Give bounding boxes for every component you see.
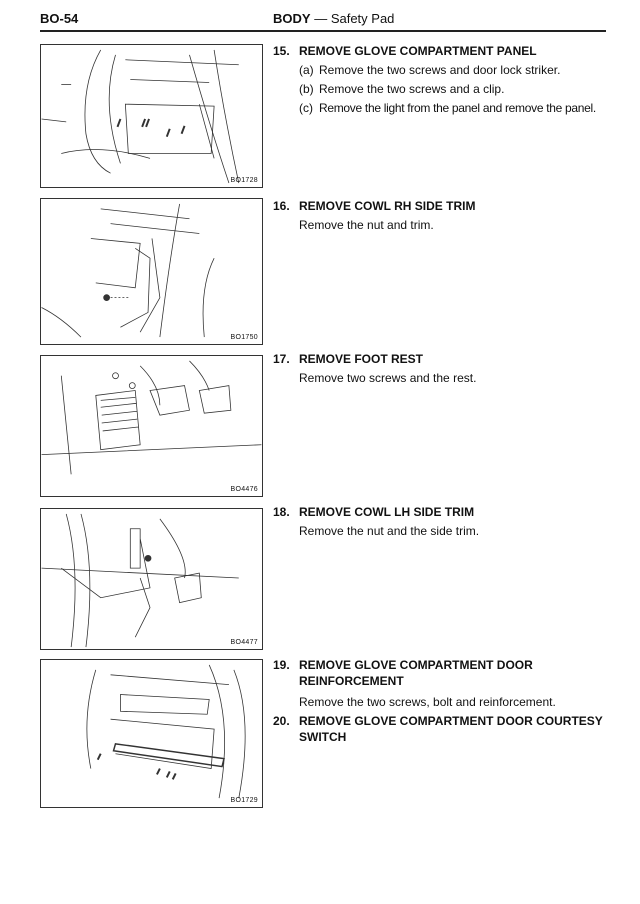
substep-text: Remove the two screws and a clip. — [319, 82, 505, 96]
illustration-foot-rest — [41, 360, 262, 475]
figure-cowl-lh-trim: BO4477 — [40, 508, 263, 650]
illustration-glove-panel — [41, 49, 240, 184]
figure-id: BO1750 — [230, 334, 258, 341]
step-15: 15. REMOVE GLOVE COMPARTMENT PANEL (a) Rem… — [273, 43, 613, 119]
step-number: 17. — [273, 352, 290, 366]
step-text: Remove the two screws, bolt and reinforc… — [299, 695, 556, 709]
step-text: Remove two screws and the rest. — [299, 371, 477, 385]
figure-glove-compartment-panel: BO1728 — [40, 44, 263, 188]
illustration-cowl-rh — [41, 203, 215, 338]
figure-id: BO4476 — [230, 486, 258, 493]
substep-a: (a) Remove the two screws and door lock s… — [299, 62, 613, 78]
step-title: REMOVE GLOVE COMPARTMENT DOOR COURTESY S… — [299, 714, 603, 744]
step-20: 20. REMOVE GLOVE COMPARTMENT DOOR COURTES… — [273, 713, 603, 745]
step-number: 15. — [273, 44, 290, 58]
step-title: REMOVE COWL RH SIDE TRIM — [299, 199, 476, 213]
illustration-door-reinforcement — [86, 664, 246, 799]
step-19: 19. REMOVE GLOVE COMPARTMENT DOOR REINFOR… — [273, 657, 573, 710]
header-dash: — — [314, 11, 328, 26]
page-number: BO-54 — [40, 11, 79, 26]
substep-label: (b) — [299, 82, 314, 96]
header-rule — [40, 30, 606, 32]
substep-text: Remove the light from the panel and remo… — [319, 101, 596, 115]
substep-b: (b) Remove the two screws and a clip. — [299, 81, 613, 97]
step-title: REMOVE FOOT REST — [299, 352, 424, 366]
figure-glove-door-reinforcement: BO1729 — [40, 659, 263, 808]
step-18: 18. REMOVE COWL LH SIDE TRIM Remove the n… — [273, 504, 613, 539]
step-title: REMOVE COWL LH SIDE TRIM — [299, 505, 475, 519]
substep-label: (c) — [299, 101, 313, 115]
page-header-title: BODY — Safety Pad — [273, 11, 394, 26]
step-number: 20. — [273, 714, 290, 728]
illustration-cowl-lh — [41, 513, 239, 648]
step-title: REMOVE GLOVE COMPARTMENT DOOR REINFORCEM… — [299, 658, 533, 688]
figure-id: BO4477 — [230, 639, 258, 646]
figure-foot-rest: BO4476 — [40, 355, 263, 497]
figure-id: BO1729 — [230, 797, 258, 804]
step-text: Remove the nut and trim. — [299, 218, 434, 232]
step-16: 16. REMOVE COWL RH SIDE TRIM Remove the n… — [273, 198, 613, 233]
substep-c: (c) Remove the light from the panel and r… — [299, 100, 613, 116]
step-title: REMOVE GLOVE COMPARTMENT PANEL — [299, 44, 537, 58]
section-name: BODY — [273, 11, 311, 26]
step-17: 17. REMOVE FOOT REST Remove two screws an… — [273, 351, 613, 386]
substep-label: (a) — [299, 63, 314, 77]
step-number: 19. — [273, 658, 290, 672]
figure-id: BO1728 — [230, 177, 258, 184]
substep-text: Remove the two screws and door lock stri… — [319, 63, 561, 77]
subsection-name: Safety Pad — [330, 11, 395, 26]
step-number: 16. — [273, 199, 290, 213]
step-text: Remove the nut and the side trim. — [299, 524, 480, 538]
figure-cowl-rh-trim: BO1750 — [40, 198, 263, 345]
step-number: 18. — [273, 505, 290, 519]
